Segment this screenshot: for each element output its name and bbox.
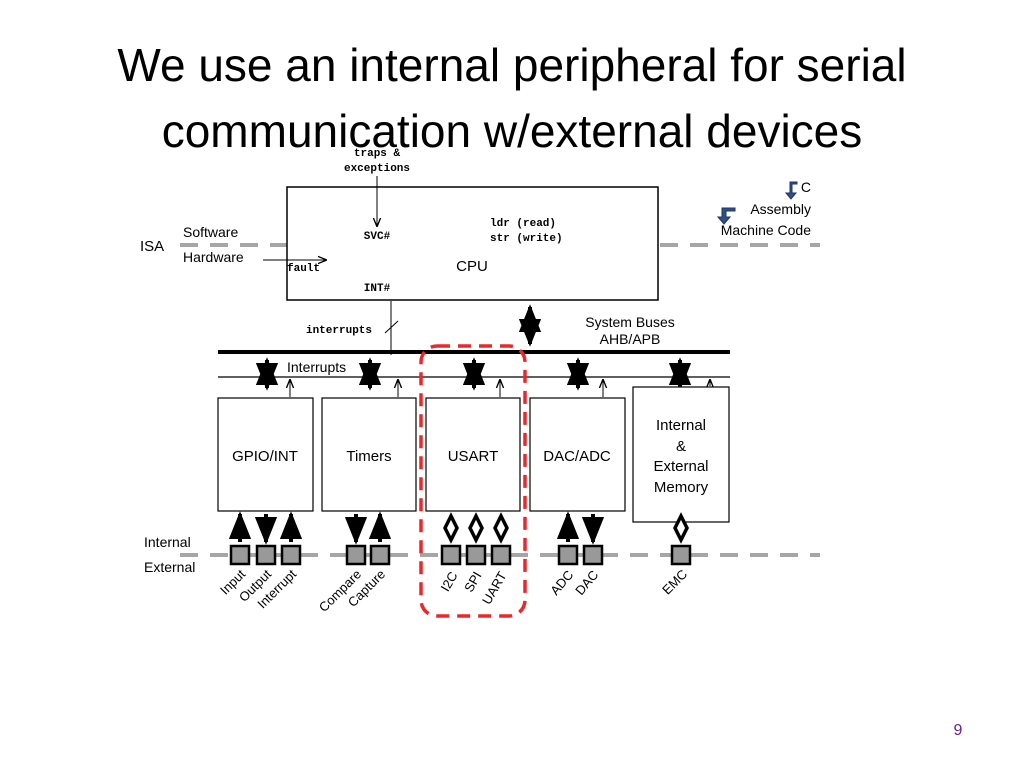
compare-pin bbox=[345, 544, 367, 566]
assembly-label: Assembly bbox=[750, 201, 811, 217]
adc-pin bbox=[557, 544, 579, 566]
fault-label: fault bbox=[287, 263, 320, 275]
spi-pin-label: SPI bbox=[461, 569, 484, 595]
i2c-pin-label: I2C bbox=[437, 569, 460, 594]
c-label: C bbox=[801, 179, 811, 195]
traps-label-line1: traps & bbox=[354, 148, 401, 160]
gpio-label: GPIO/INT bbox=[232, 448, 298, 465]
output-pin bbox=[255, 544, 277, 566]
capture-pin bbox=[369, 544, 391, 566]
input-pin bbox=[229, 544, 251, 566]
uart-pin-diamond bbox=[493, 512, 509, 544]
c-to-assembly-arrow-icon bbox=[784, 181, 798, 200]
i2c-pin-diamond bbox=[443, 512, 459, 544]
dac-pin bbox=[582, 544, 604, 566]
i2c-pin bbox=[440, 544, 462, 566]
dacadc-label: DAC/ADC bbox=[543, 448, 611, 465]
memory-label-line3: External bbox=[653, 458, 708, 475]
machine-code-label: Machine Code bbox=[721, 222, 811, 238]
timers-box bbox=[321, 397, 417, 512]
emc-pin bbox=[670, 544, 692, 566]
slide-title-line1: We use an internal peripheral for serial bbox=[117, 39, 907, 91]
spi-pin bbox=[465, 544, 487, 566]
assembly-to-machine-code-arrow-icon bbox=[716, 207, 736, 225]
timers-label: Timers bbox=[346, 448, 391, 465]
dac-pin-label: DAC bbox=[572, 567, 601, 598]
interrupt-pin bbox=[280, 544, 302, 566]
emc-pin-label: EMC bbox=[659, 567, 690, 598]
usart-label: USART bbox=[448, 448, 499, 465]
usart-highlight bbox=[419, 344, 527, 618]
software-label: Software bbox=[183, 224, 238, 240]
cpu-label: CPU bbox=[456, 258, 488, 275]
spi-pin-diamond bbox=[468, 512, 484, 544]
gpio-box bbox=[217, 397, 314, 512]
memory-label-line1: Internal bbox=[656, 417, 706, 434]
uart-pin-label: UART bbox=[479, 569, 510, 607]
dacadc-box bbox=[529, 397, 626, 512]
int-label: INT# bbox=[364, 283, 391, 295]
ahb-apb-label: AHB/APB bbox=[600, 331, 661, 347]
str-label: str (write) bbox=[490, 233, 563, 245]
cpu-box bbox=[286, 186, 659, 301]
memory-label-line2: & bbox=[676, 438, 686, 455]
external-label: External bbox=[144, 559, 195, 575]
ldr-label: ldr (read) bbox=[490, 218, 556, 230]
hardware-label: Hardware bbox=[183, 249, 244, 265]
slide-title-line2: communication w/external devices bbox=[161, 105, 863, 157]
internal-label: Internal bbox=[144, 534, 191, 550]
traps-label-line2: exceptions bbox=[344, 163, 410, 175]
interrupts-cpu-label: interrupts bbox=[306, 325, 372, 337]
emc-pin-diamond bbox=[673, 512, 689, 544]
isa-label: ISA bbox=[140, 238, 164, 255]
page-number: 9 bbox=[953, 722, 963, 739]
svc-label: SVC# bbox=[364, 231, 391, 243]
uart-pin bbox=[490, 544, 512, 566]
interrupts-bus-label: Interrupts bbox=[287, 359, 346, 375]
memory-label-line4: Memory bbox=[654, 479, 709, 496]
adc-pin-label: ADC bbox=[547, 567, 576, 598]
system-buses-label: System Buses bbox=[585, 314, 674, 330]
interrupt-slash bbox=[384, 320, 399, 334]
usart-box bbox=[425, 397, 521, 512]
